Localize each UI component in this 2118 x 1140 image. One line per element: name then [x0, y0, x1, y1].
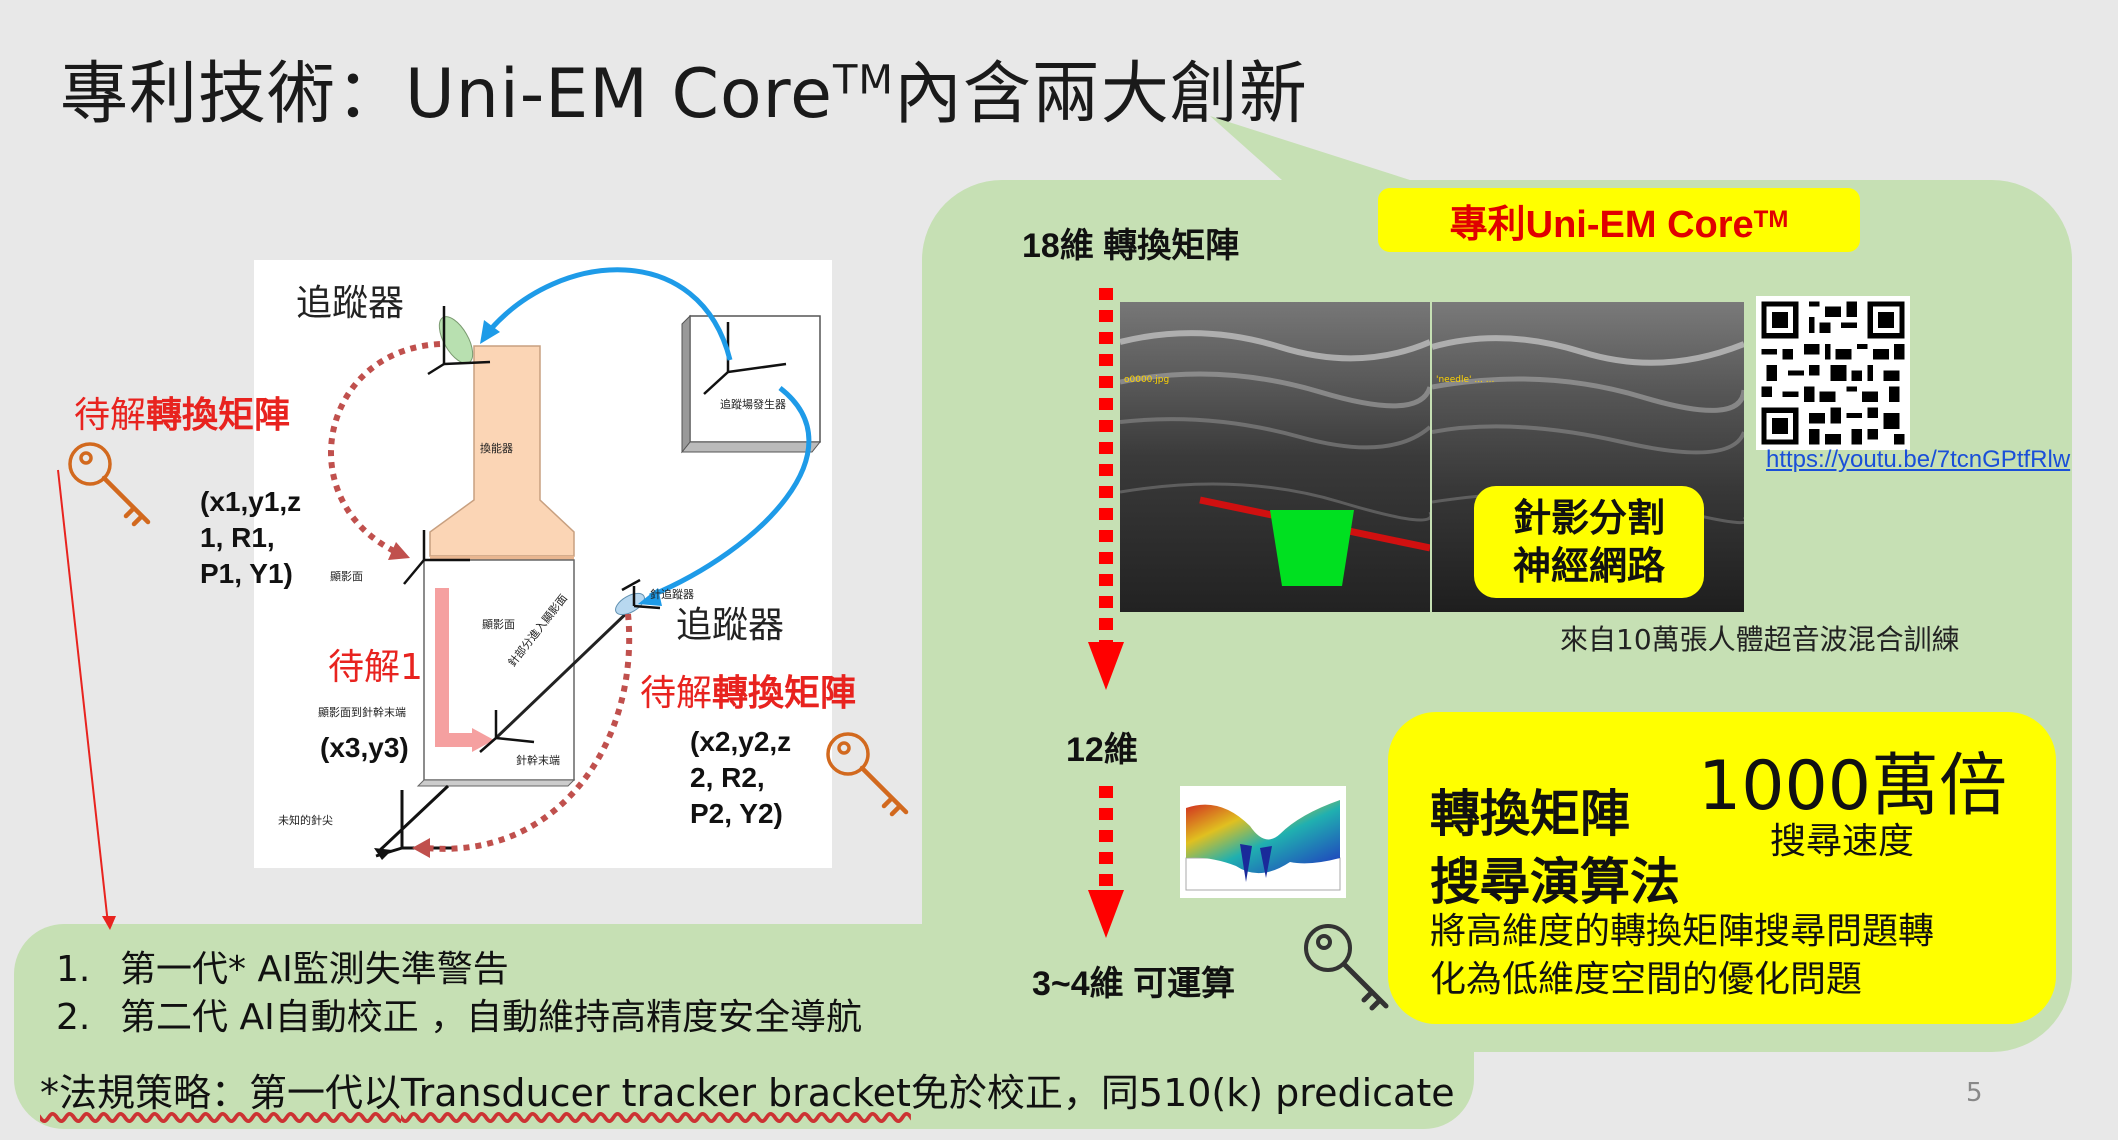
image-plane-label-top: 顯影面 [330, 570, 363, 583]
speedup-label: 搜尋速度 [1770, 821, 1915, 862]
tracker-label-right: 追蹤器 [676, 605, 785, 646]
dim-34-label: 3~4維 可運算 [1032, 965, 1236, 1003]
regulatory-note: *法規策略：第一代以Transducer tracker bracket免於校正… [40, 1071, 1455, 1115]
ultrasound-image-left: o0000.jpg [1120, 302, 1430, 612]
image-plane-to-tip-label: 顯影面到針幹末端 [318, 706, 406, 719]
image-plane-label-mid: 顯影面 [482, 618, 515, 631]
generator-label: 追蹤場發生器 [720, 398, 786, 411]
unsolved-matrix-right: 待解轉換矩陣 [640, 673, 857, 714]
feature-item-2: 2.第二代 AI自動校正 ，自動維持高精度安全導航 [56, 997, 863, 1038]
page-number: 5 [1966, 1078, 1983, 1108]
nn-segmentation-badge: 針影分割 神經網路 [1474, 486, 1704, 598]
key-icon [826, 732, 909, 817]
coords-2: (x2,y2,z 2, R2, P2, Y2) [690, 726, 792, 829]
needle-tracker-label: 針追蹤器 [650, 588, 694, 601]
us-caption-right: 'needle' ... ... [1436, 375, 1494, 385]
dim-12-label: 12維 [1066, 731, 1138, 769]
feature-item-1: 1.第一代* AI監測失準警告 [56, 949, 509, 990]
video-link[interactable]: https://youtu.be/7tcnGPtfRlw [1766, 446, 2071, 473]
algorithm-card [1388, 712, 2056, 1024]
surface-plot-thumbnail [1180, 786, 1346, 898]
key-icon [1304, 924, 1389, 1011]
unknown-tip-label: 未知的針尖 [278, 814, 333, 827]
tracker-label-top: 追蹤器 [296, 283, 405, 324]
dashed-down-arrow [1088, 288, 1124, 938]
unsolved-1-label: 待解1 [328, 647, 423, 688]
speedup-number: 1000萬倍 [1698, 747, 2008, 826]
algorithm-description: 將高維度的轉換矩陣搜尋問題轉 化為低維度空間的優化問題 [1430, 911, 1935, 1000]
slide-title: 專利技術：Uni-EM CoreTM內含兩大創新 [60, 55, 1308, 134]
feature-panel [14, 924, 1474, 1129]
coords-3: (x3,y3) [320, 732, 409, 763]
us-caption-left: o0000.jpg [1124, 375, 1169, 385]
key-icon [68, 442, 151, 527]
dim-18-label: 18維 轉換矩陣 [1022, 227, 1240, 265]
transducer-label: 換能器 [480, 442, 513, 455]
coords-1: (x1,y1,z 1, R1, P1, Y1) [200, 486, 302, 589]
qr-code[interactable] [1756, 296, 1910, 450]
algorithm-title: 轉換矩陣 搜尋演算法 [1430, 785, 1680, 911]
training-note: 來自10萬張人體超音波混合訓練 [1560, 623, 1960, 656]
needle-end-label: 針幹末端 [516, 754, 560, 767]
unsolved-matrix-top: 待解轉換矩陣 [74, 395, 291, 436]
